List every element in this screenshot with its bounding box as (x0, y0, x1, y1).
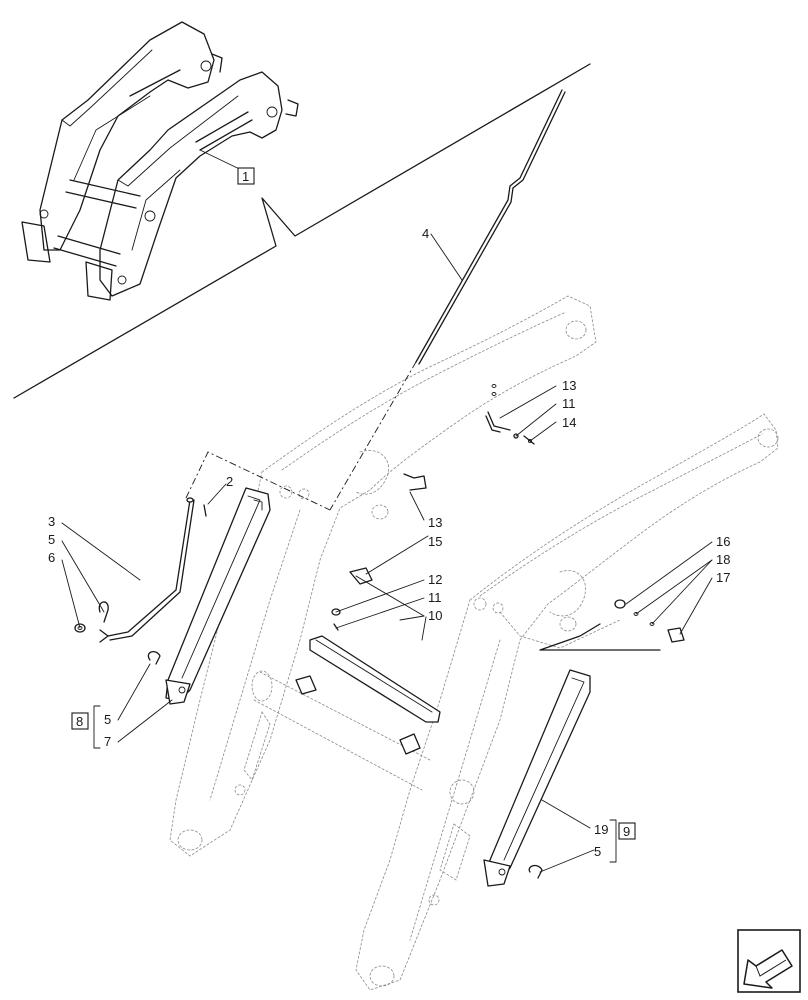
callout-6: 6 (48, 550, 55, 565)
callout-19: 19 (594, 822, 608, 837)
callout-4: 4 (422, 226, 429, 241)
loader-overview-thumbnail (21, 21, 299, 301)
part-clip-left (98, 601, 109, 623)
reference-frame (185, 451, 331, 511)
callout-9: 9 (623, 824, 630, 839)
part-pin-set-right (539, 599, 685, 651)
callouts: 1 4 2 3 5 6 8 5 7 12 11 10 15 13 13 11 1… (48, 167, 730, 863)
part-rod-long (415, 89, 563, 363)
callout-3: 3 (48, 514, 55, 529)
part-bar-right (483, 669, 591, 887)
callout-15: 15 (428, 534, 442, 549)
callout-5-group8: 5 (104, 712, 111, 727)
rod-centerline (329, 361, 417, 511)
part-bracket-13-lower (403, 473, 427, 491)
callout-1: 1 (242, 169, 249, 184)
part-clip-bar (147, 650, 161, 665)
leader-lines (61, 149, 713, 873)
callout-18: 18 (716, 552, 730, 567)
part-bar-center (295, 635, 441, 755)
callout-10: 10 (428, 608, 442, 623)
part-bracket-13-upper (485, 384, 535, 445)
loader-arms-phantom (169, 295, 779, 991)
callout-17: 17 (716, 570, 730, 585)
callout-13-upper: 13 (562, 378, 576, 393)
callout-11-center: 11 (428, 590, 442, 605)
callout-16: 16 (716, 534, 730, 549)
back-arrow-icon[interactable] (737, 929, 801, 993)
callout-14: 14 (562, 415, 576, 430)
part-small-pin (203, 504, 207, 517)
part-clip-right (528, 864, 543, 879)
callout-5-group9: 5 (594, 844, 601, 859)
callout-2: 2 (226, 474, 233, 489)
callout-5-left: 5 (48, 532, 55, 547)
part-bracket-15 (349, 567, 373, 585)
callout-11-upper: 11 (562, 396, 576, 411)
callout-7: 7 (104, 734, 111, 749)
overview-separator-line (13, 63, 591, 399)
callout-8: 8 (76, 714, 83, 729)
callout-12: 12 (428, 572, 442, 587)
part-rod-hook (107, 499, 191, 637)
part-bar-left (165, 487, 271, 705)
callout-13-lower: 13 (428, 515, 442, 530)
